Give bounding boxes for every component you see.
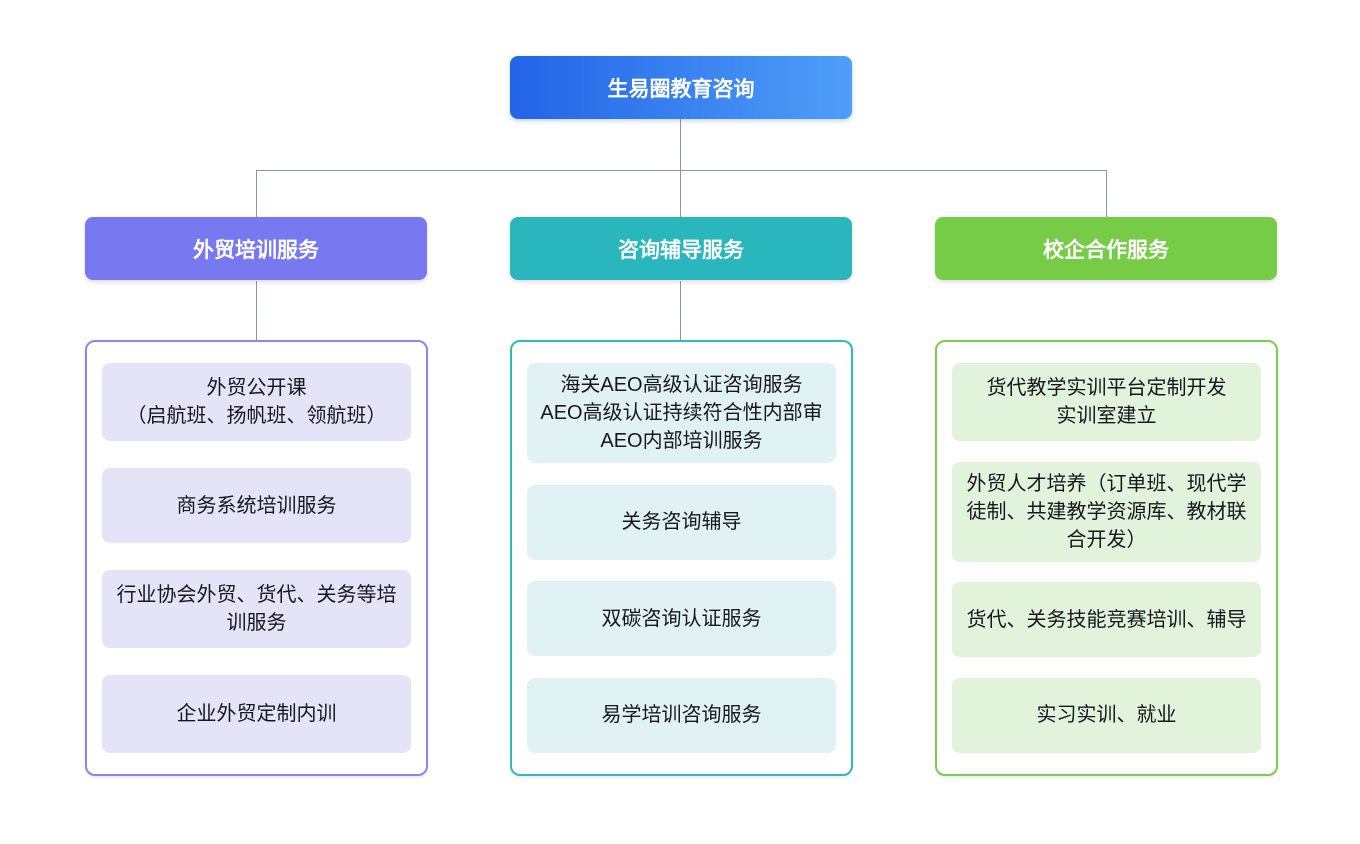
root-node-label: 生易圈教育咨询	[607, 77, 755, 101]
leaf-item: 企业外贸定制内训	[102, 675, 411, 753]
branch-header-trade-training: 外贸培训服务	[85, 217, 427, 280]
connector-mid-to-container	[680, 281, 681, 341]
branch-header-label: 校企合作服务	[1043, 238, 1169, 262]
branch-header-consulting: 咨询辅导服务	[510, 217, 852, 280]
leaf-item: 关务咨询辅导	[527, 484, 836, 560]
leaf-item: 货代、关务技能竞赛培训、辅导	[952, 582, 1261, 658]
leaf-item: 外贸人才培养（订单班、现代学徒制、共建教学资源库、教材联合开发）	[952, 461, 1261, 562]
leaf-item: 商务系统培训服务	[102, 468, 411, 543]
connector-horizontal	[256, 170, 1106, 171]
branch-header-label: 咨询辅导服务	[618, 238, 744, 262]
branch-header-label: 外贸培训服务	[193, 238, 319, 262]
branch-container-consulting: 海关AEO高级认证咨询服务 AEO高级认证持续符合性内部审 AEO内部培训服务 …	[510, 340, 853, 776]
connector-right-drop	[1106, 170, 1107, 217]
branch-header-school-enterprise: 校企合作服务	[935, 217, 1277, 280]
leaf-item: 实习实训、就业	[952, 677, 1261, 753]
leaf-item: 易学培训咨询服务	[527, 677, 836, 753]
root-node: 生易圈教育咨询	[510, 56, 852, 119]
leaf-item: 货代教学实训平台定制开发 实训室建立	[952, 363, 1261, 441]
leaf-item: 行业协会外贸、货代、关务等培训服务	[102, 570, 411, 648]
connector-root-vertical	[680, 119, 681, 217]
connector-left-to-container	[256, 281, 257, 341]
connector-left-drop	[256, 170, 257, 217]
branch-container-trade-training: 外贸公开课 （启航班、扬帆班、领航班） 商务系统培训服务 行业协会外贸、货代、关…	[85, 340, 428, 776]
branch-container-school-enterprise: 货代教学实训平台定制开发 实训室建立 外贸人才培养（订单班、现代学徒制、共建教学…	[935, 340, 1278, 776]
leaf-item: 外贸公开课 （启航班、扬帆班、领航班）	[102, 363, 411, 441]
leaf-item: 双碳咨询认证服务	[527, 581, 836, 657]
leaf-item: 海关AEO高级认证咨询服务 AEO高级认证持续符合性内部审 AEO内部培训服务	[527, 363, 836, 463]
